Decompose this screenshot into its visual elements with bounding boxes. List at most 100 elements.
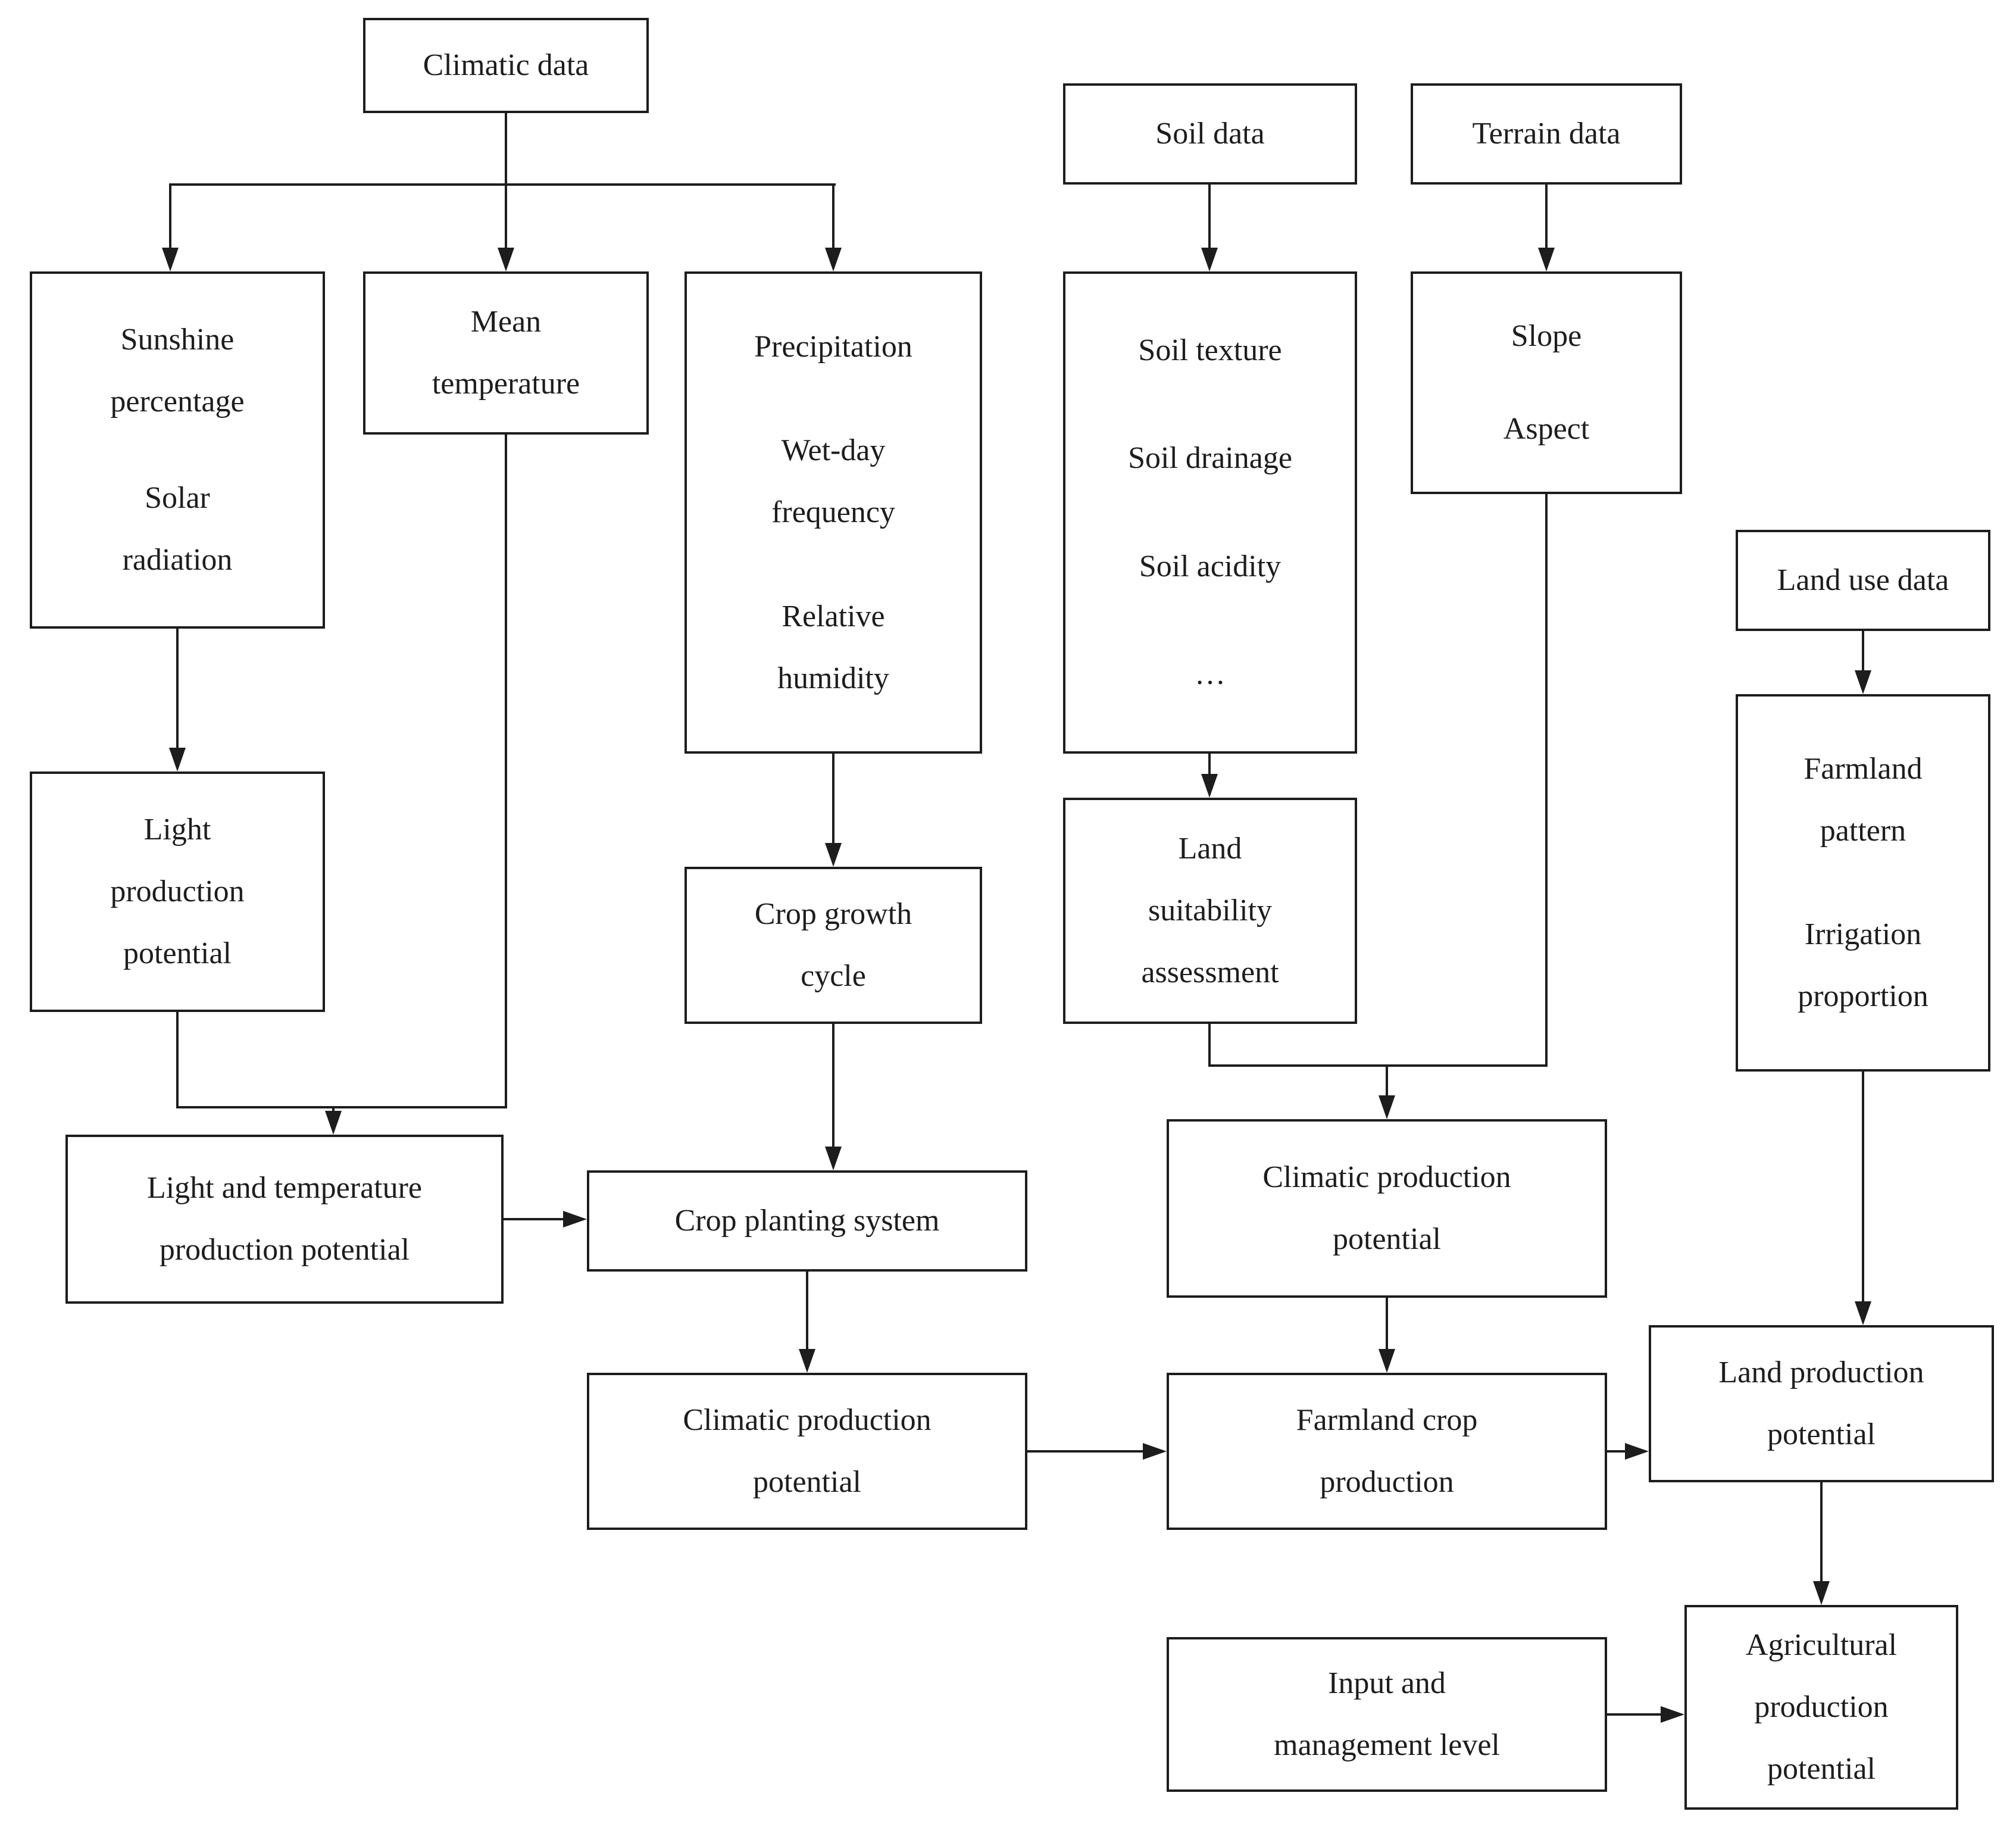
- edge-input-to-agriprod-line: [1607, 1713, 1670, 1716]
- node-label: Terrain data: [1473, 103, 1621, 165]
- label-line: Crop planting system: [674, 1204, 940, 1238]
- label-line: management level: [1274, 1728, 1500, 1762]
- node-land-production-potential: Land production potential: [1649, 1325, 1994, 1482]
- node-label: Crop growth cycle: [755, 883, 912, 1007]
- label-line: Terrain data: [1472, 117, 1621, 151]
- label-line: production potential: [159, 1233, 410, 1267]
- node-climatic-data: Climatic data: [363, 18, 649, 113]
- label-line: potential: [1767, 1417, 1876, 1451]
- label-line: Land use data: [1777, 563, 1949, 597]
- label-line: temperature: [432, 367, 580, 401]
- label-line: Land production: [1718, 1355, 1924, 1389]
- label-line: …: [1195, 657, 1226, 691]
- edge-farmlandpattern-to-landprod-line: [1862, 1072, 1864, 1311]
- edge-slope-junction-line: [1545, 494, 1548, 1067]
- edge-landprod-to-agriprod-line: [1820, 1482, 1823, 1591]
- node-label: Sunshine percentage: [110, 309, 244, 433]
- edge-climatic-to-sunshine-arrow: [162, 248, 179, 271]
- node-label: …: [1195, 644, 1226, 705]
- edge-climatic-to-precipitation-arrow: [825, 248, 842, 271]
- node-light-temperature-production-potential: Light and temperature production potenti…: [65, 1135, 504, 1304]
- edge-climatic-to-sunshine-line: [169, 185, 171, 257]
- label-line: production: [110, 874, 245, 908]
- label-line: Soil texture: [1138, 333, 1282, 368]
- edge-cropplanting-to-climaticleft-arrow: [799, 1349, 815, 1373]
- label-line: Aspect: [1503, 412, 1590, 446]
- label-line: Sunshine: [120, 322, 235, 357]
- node-crop-growth-cycle: Crop growth cycle: [684, 867, 982, 1024]
- label-line: radiation: [122, 543, 233, 577]
- label-line: Soil drainage: [1128, 441, 1292, 476]
- node-label: Land production potential: [1718, 1342, 1924, 1466]
- edge-soildata-to-soilprops-line: [1208, 185, 1211, 257]
- label-line: percentage: [110, 384, 245, 418]
- edge-lighttemp-to-cropplanting-line: [504, 1218, 573, 1220]
- edge-landprod-to-agriprod-arrow: [1813, 1581, 1830, 1605]
- node-label: Precipitation: [754, 316, 912, 378]
- edge-lighttemp-to-cropplanting-arrow: [563, 1211, 587, 1228]
- node-label: Soil texture: [1138, 320, 1282, 382]
- label-line: Light: [143, 813, 211, 847]
- label-line: Climatic production: [1262, 1160, 1511, 1194]
- edge-terrain-to-slope-arrow: [1538, 248, 1555, 271]
- label-line: Precipitation: [754, 329, 912, 364]
- label-line: Land: [1178, 832, 1242, 866]
- edge-climaticleft-to-farmlandcrop-arrow: [1143, 1443, 1167, 1460]
- edge-climatic-branch-line: [169, 183, 836, 186]
- edge-cropgrowth-to-cropplanting-arrow: [825, 1147, 842, 1170]
- label-line: Solar: [145, 481, 210, 516]
- edge-junction-to-climaticright-line: [1386, 1066, 1388, 1105]
- node-label: Soil data: [1155, 103, 1264, 165]
- node-precipitation: Precipitation Wet-day frequency Relative…: [684, 271, 982, 754]
- node-climatic-production-potential-left: Climatic production potential: [587, 1373, 1027, 1530]
- node-label: Relative humidity: [777, 586, 889, 710]
- node-soil-data: Soil data: [1063, 83, 1357, 185]
- edge-farmlandcrop-to-landprod-line: [1607, 1450, 1634, 1453]
- node-label: Soil acidity: [1139, 536, 1281, 598]
- edge-cropgrowth-to-cropplanting-line: [832, 1024, 834, 1156]
- node-label: Land suitability assessment: [1141, 818, 1279, 1004]
- node-farmland-pattern-irrigation: Farmland pattern Irrigation proportion: [1736, 694, 1990, 1072]
- node-label: Climatic production potential: [683, 1389, 931, 1513]
- node-label: Climatic data: [423, 35, 589, 96]
- edge-suitability-junction-line: [1208, 1024, 1211, 1067]
- node-label: Climatic production potential: [1262, 1147, 1511, 1270]
- label-line: production: [1320, 1465, 1454, 1499]
- node-label: Crop planting system: [675, 1190, 940, 1252]
- node-label: Solar radiation: [123, 467, 233, 591]
- label-line: Irrigation: [1804, 917, 1922, 951]
- label-line: Farmland crop: [1296, 1403, 1478, 1437]
- label-line: potential: [123, 936, 232, 970]
- node-label: Agricultural production potential: [1746, 1614, 1897, 1800]
- node-label: Irrigation proportion: [1798, 904, 1929, 1027]
- node-agricultural-production-potential: Agricultural production potential: [1684, 1605, 1958, 1810]
- edge-farmlandcrop-to-landprod-arrow: [1625, 1443, 1649, 1460]
- label-line: Input and: [1328, 1666, 1446, 1700]
- edge-soildata-to-soilprops-arrow: [1201, 248, 1218, 271]
- label-line: Relative: [782, 599, 885, 633]
- label-line: suitability: [1148, 894, 1272, 927]
- node-label: Farmland crop production: [1296, 1389, 1478, 1513]
- edge-precip-to-cropgrowth-arrow: [825, 843, 842, 867]
- edge-landuse-to-farmlandpattern-line: [1862, 631, 1864, 680]
- label-line: Farmland: [1804, 752, 1923, 786]
- edge-input-to-agriprod-arrow: [1661, 1706, 1684, 1723]
- label-line: production: [1754, 1690, 1889, 1724]
- node-mean-temperature: Mean temperature: [363, 271, 649, 435]
- node-label: Light and temperature production potenti…: [147, 1157, 422, 1281]
- edge-climaticright-to-farmlandcrop-arrow: [1379, 1349, 1395, 1373]
- edge-sunshine-to-lightprod-line: [176, 629, 179, 757]
- node-label: Wet-day frequency: [771, 420, 895, 544]
- label-line: Crop growth: [754, 897, 912, 931]
- node-label: Land use data: [1777, 549, 1949, 611]
- edge-landuse-to-farmlandpattern-arrow: [1855, 670, 1871, 694]
- node-label: Farmland pattern: [1804, 738, 1922, 862]
- node-label: Mean temperature: [432, 291, 580, 415]
- label-line: Agricultural: [1745, 1628, 1898, 1662]
- label-line: Slope: [1511, 318, 1582, 353]
- edge-sunshine-to-lightprod-arrow: [169, 748, 186, 772]
- label-line: potential: [753, 1465, 861, 1499]
- label-line: humidity: [777, 661, 889, 695]
- edge-cropplanting-to-climaticleft-line: [806, 1272, 808, 1358]
